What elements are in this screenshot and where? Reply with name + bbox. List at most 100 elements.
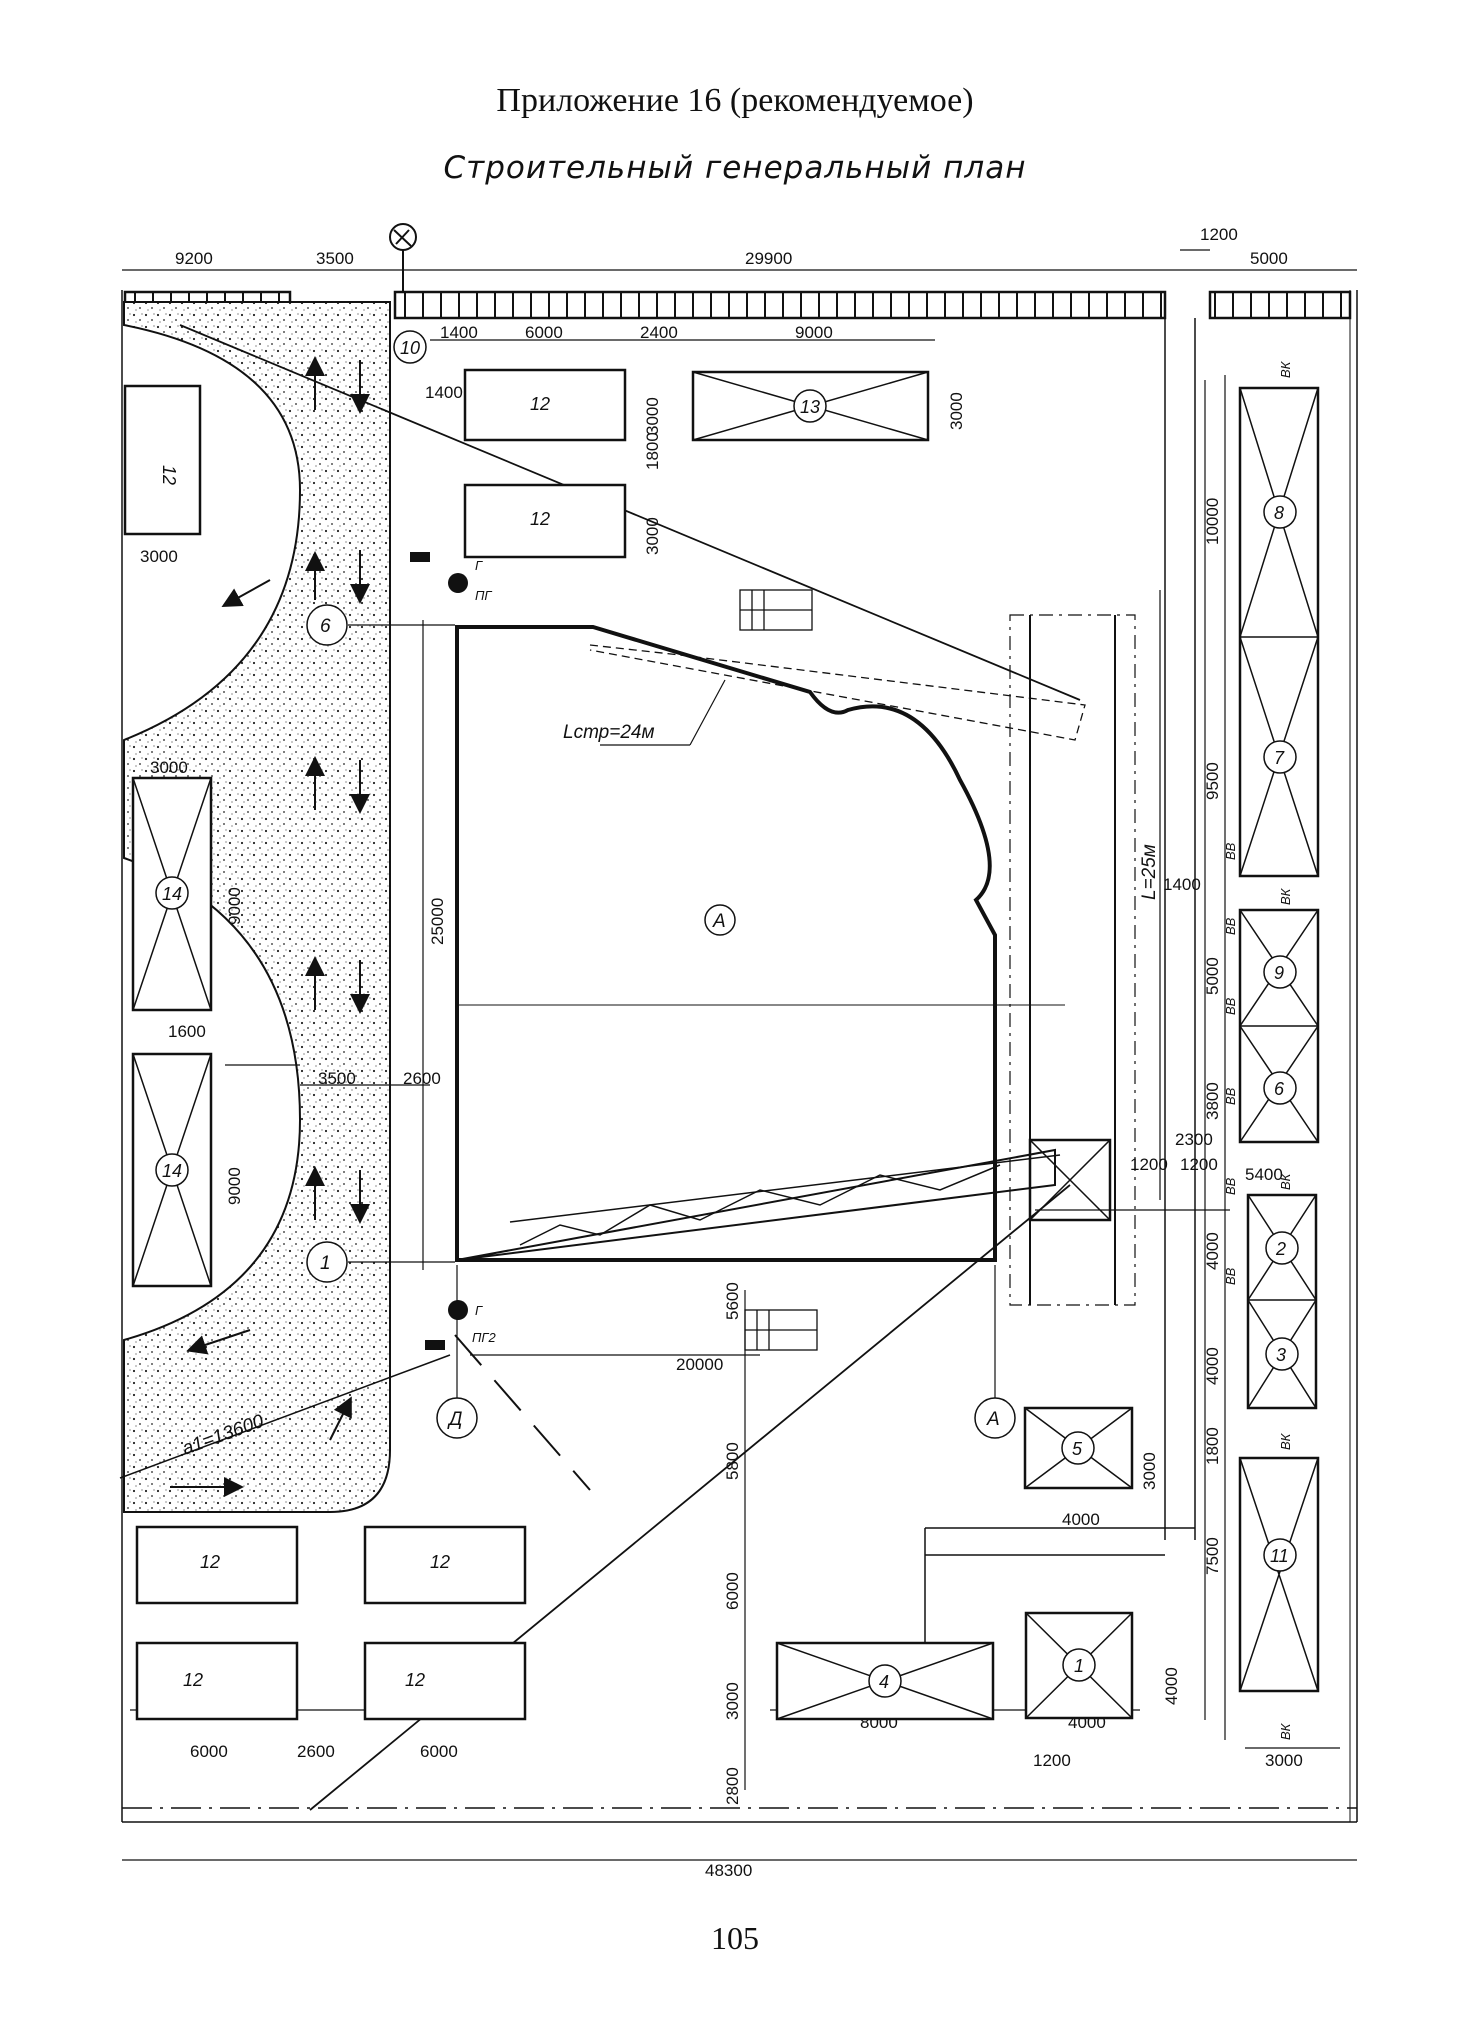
svg-text:12: 12 [159,465,179,485]
svg-text:1600: 1600 [168,1022,206,1041]
svg-text:3000: 3000 [150,758,188,777]
svg-text:1400: 1400 [440,323,478,342]
svg-text:ВВ: ВВ [1223,917,1238,935]
svg-text:9200: 9200 [175,249,213,268]
axis-marker-a [704,904,736,936]
svg-text:4000: 4000 [1203,1347,1222,1385]
crane-outreach-label: Lстр=24м [563,722,655,743]
svg-text:3000: 3000 [140,547,178,566]
svg-text:Г: Г [475,1303,483,1318]
svg-text:7: 7 [1274,748,1285,768]
svg-text:3000: 3000 [723,1682,742,1720]
building-a-outline [455,625,997,1262]
svg-text:2600: 2600 [403,1069,441,1088]
svg-text:6000: 6000 [525,323,563,342]
svg-text:ВВ: ВВ [1223,1087,1238,1105]
svg-text:13: 13 [800,397,820,417]
svg-text:4000: 4000 [1203,1232,1222,1270]
svg-text:ВВ: ВВ [1223,1177,1238,1195]
svg-text:12: 12 [430,1552,450,1572]
svg-text:12: 12 [200,1552,220,1572]
svg-text:ВВ: ВВ [1223,1267,1238,1285]
svg-text:10: 10 [400,338,420,358]
svg-text:1800: 1800 [643,432,662,470]
svg-text:9000: 9000 [795,323,833,342]
svg-text:2800: 2800 [723,1767,742,1805]
plan-title: Строительный генеральный план [443,150,1027,186]
page-number: 105 [711,1920,759,1956]
svg-text:7500: 7500 [1203,1537,1222,1575]
svg-text:5400: 5400 [1245,1165,1283,1184]
svg-text:ПГ: ПГ [475,588,492,603]
svg-text:1400: 1400 [1163,875,1201,894]
svg-text:5000: 5000 [1203,957,1222,995]
svg-text:9000: 9000 [225,1167,244,1205]
temporary-road [123,301,391,1513]
svg-text:9000: 9000 [225,887,244,925]
svg-text:3000: 3000 [1140,1452,1159,1490]
building-a-label: А [712,911,726,932]
svg-text:1800: 1800 [1203,1427,1222,1465]
svg-text:ВВ: ВВ [1223,842,1238,860]
hazard-zone-boundary [454,1334,591,1491]
svg-text:6000: 6000 [420,1742,458,1761]
svg-text:3: 3 [1276,1345,1286,1365]
svg-text:А: А [986,1409,1000,1430]
svg-text:6: 6 [320,616,331,637]
fire-hydrants: Г ПГ Г ПГ2 [410,552,496,1350]
svg-text:5800: 5800 [723,1442,742,1480]
svg-text:3000: 3000 [947,392,966,430]
svg-text:ВК: ВК [1278,360,1293,378]
svg-text:ВК: ВК [1278,887,1293,905]
appendix-title: Приложение 16 (рекомендуемое) [496,82,974,119]
svg-text:5600: 5600 [723,1282,742,1320]
svg-text:9: 9 [1274,963,1284,983]
svg-text:ПГ2: ПГ2 [472,1330,496,1345]
building-12-labels: 12 12 12 12 12 12 12 [159,394,550,1690]
svg-text:4000: 4000 [1062,1510,1100,1529]
svg-text:11: 11 [1270,1546,1289,1566]
svg-text:48300: 48300 [705,1861,752,1880]
svg-text:12: 12 [530,394,550,414]
svg-text:3800: 3800 [1203,1082,1222,1120]
svg-text:1200: 1200 [1130,1155,1168,1174]
svg-text:12: 12 [405,1670,425,1690]
svg-text:Г: Г [475,558,483,573]
svg-text:25000: 25000 [428,898,447,945]
radius-leader [119,1354,451,1479]
grid-axis-markers: 6 1 Д А [306,604,1016,1439]
svg-text:2400: 2400 [640,323,678,342]
svg-text:6: 6 [1274,1079,1285,1099]
svg-text:3000: 3000 [643,397,662,435]
svg-text:1200: 1200 [1200,225,1238,244]
utility-network-marks: ВК ВК ВК ВК ВК ВВ ВВ ВВ ВВ ВВ ВВ [1223,360,1293,1740]
svg-text:1: 1 [1074,1656,1084,1676]
svg-text:ВВ: ВВ [1223,997,1238,1015]
svg-text:1200: 1200 [1180,1155,1218,1174]
temporary-buildings-12 [123,368,627,1721]
svg-text:ВК: ВК [1278,1432,1293,1450]
building-number-markers [155,330,1299,1698]
svg-text:20000: 20000 [676,1355,723,1374]
svg-text:10000: 10000 [1203,498,1222,545]
svg-text:6000: 6000 [723,1572,742,1610]
info-boards [739,589,818,1351]
svg-text:9500: 9500 [1203,762,1222,800]
svg-text:4: 4 [879,1672,889,1692]
svg-text:1400: 1400 [425,383,463,402]
svg-text:3000: 3000 [1265,1751,1303,1770]
svg-text:1200: 1200 [1033,1751,1071,1770]
svg-text:3500: 3500 [318,1069,356,1088]
traffic-arrows [170,356,370,1497]
svg-text:1: 1 [320,1253,331,1274]
crane-path-length: L=25м [1139,844,1160,900]
svg-text:3000: 3000 [643,517,662,555]
svg-text:Д: Д [447,1409,462,1430]
walkway [924,318,1196,1643]
storage-building-crosses [132,371,1319,1720]
svg-text:2300: 2300 [1175,1130,1213,1149]
svg-text:5: 5 [1072,1439,1083,1459]
crane-rails [1009,614,1136,1306]
svg-text:ВК: ВК [1278,1722,1293,1740]
